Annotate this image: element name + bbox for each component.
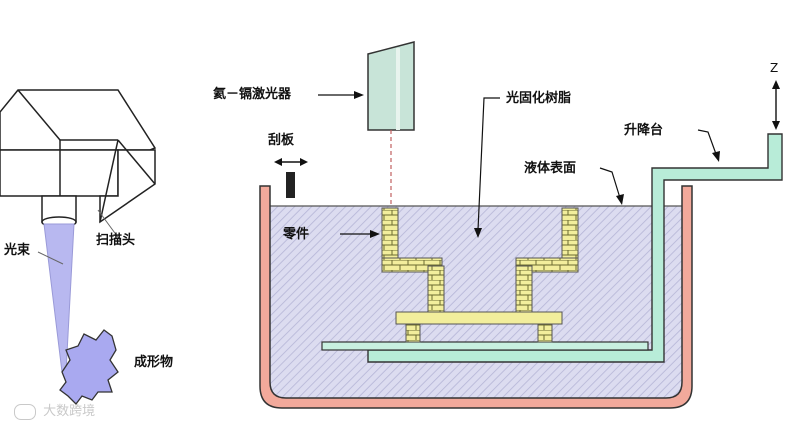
scan-head-top-face [0, 89, 157, 151]
watermark-text: 大数跨境 [43, 404, 96, 419]
z-axis-arrow [772, 80, 780, 130]
scraper-arrow [274, 158, 308, 166]
z-axis-label: Z [770, 61, 779, 75]
build-platform [321, 341, 649, 351]
formed-object-label: 成形物 [134, 355, 174, 370]
beam-label: 光束 [4, 243, 31, 258]
liquid-surface-label: 液体表面 [524, 161, 577, 176]
vat-wall [259, 185, 693, 409]
resin-label-arrow [474, 97, 500, 238]
watermark: 大数跨境 [14, 400, 95, 420]
scraper-label: 刮板 [268, 133, 295, 148]
scan-head-side-face [0, 149, 119, 197]
scan-head-label: 扫描头 [96, 233, 136, 248]
formed-object [59, 329, 119, 405]
resin-label: 光固化树脂 [506, 91, 572, 106]
liquid-surface-label-arrow [599, 167, 624, 205]
laser-label: 氦－镉激光器 [213, 87, 292, 102]
beam-leader-line [37, 251, 64, 265]
resin-bath [270, 206, 682, 398]
scraper-blade [286, 172, 295, 198]
elevator-arm [367, 133, 783, 363]
laser-label-arrow [318, 91, 364, 99]
part-label: 零件 [283, 227, 310, 242]
elevator-label-arrow [697, 129, 720, 162]
part-label-arrow [340, 230, 380, 238]
scan-head-leader-line [97, 209, 121, 241]
part-structure [381, 207, 579, 343]
laser-body [367, 41, 415, 131]
elevator-label: 升降台 [624, 123, 664, 138]
watermark-logo-icon [14, 403, 36, 420]
scan-head-group [0, 89, 157, 228]
